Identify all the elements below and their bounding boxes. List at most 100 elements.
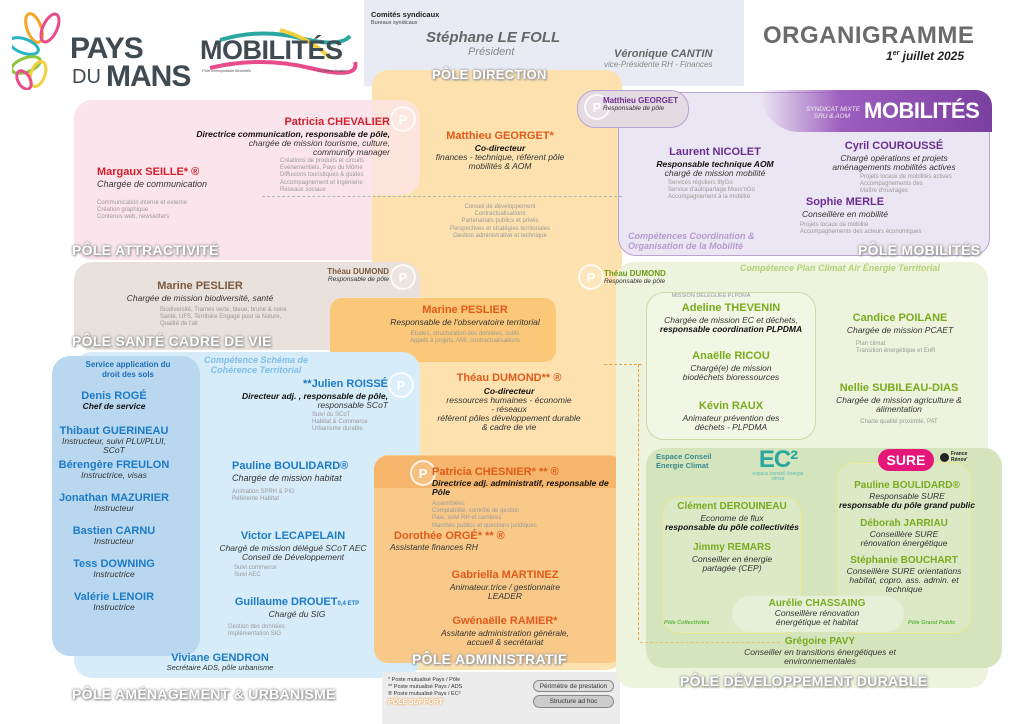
pole-mobilites-label: PÔLE MOBILITÉS [858, 242, 981, 258]
ads-person: Bérengère FREULON Instructrice, visas [58, 458, 170, 481]
person-name: Nellie SUBILEAU-DIAS [839, 382, 959, 394]
mobilites-logo-sub2: Le Mans-Sarthe [318, 68, 347, 73]
person-name: Candice POILANE [852, 312, 948, 324]
dashed-connector [262, 196, 622, 197]
mobilites-merle-card: Sophie MERLE Conseillère en mobilité Pro… [780, 196, 921, 236]
person-name: Marine PESLIER [157, 280, 243, 292]
ads-person: Thibaut GUERINEAU Instructeur, suivi PLU… [59, 425, 169, 456]
person-name: Viviane GENDRON [171, 652, 269, 664]
direction-dumond-card: Théau DUMOND** ® Co-directeur ressources… [424, 372, 594, 432]
dd-remars-card: Jimmy REMARS Conseiller en énergie parta… [662, 542, 802, 573]
mobilites-nicolet-card: Laurent NICOLET Responsable technique AO… [640, 146, 790, 202]
ads-person: Jonathan MAZURIER Instructeur [59, 491, 169, 514]
person-role: Conseillère en mobilité [802, 209, 888, 220]
person-tasks: Suivi commerce Suivi AEC [234, 564, 277, 579]
person-role: chargée de mission tourisme, culture, co… [248, 138, 390, 157]
person-role: Chargé du SIG [268, 609, 326, 620]
committees-sub: Bureaux syndicaux [371, 20, 418, 26]
person-tasks: Assemblées Comptabilité, contrôle de ges… [432, 500, 537, 529]
dd-raux-card: Kévin RAUX Animateur prévention des déch… [656, 400, 806, 432]
pole-developpement-label: PÔLE DÉVELOPPEMENT DURABLE [680, 673, 928, 689]
person-role: Assistante finances RH [390, 542, 478, 553]
mobilites-logo: MOBILITÉS Pôle métropolitain Mobilités L… [200, 28, 360, 78]
person-role-bold: Directeur adj. , responsable de pôle, [242, 391, 388, 402]
person-tasks: Etudes, structuration des données, outil… [410, 331, 520, 345]
person-role: Secrétaire ADS, pôle urbanisme [166, 663, 274, 673]
person-role: Responsable de pôle [604, 277, 666, 285]
person-tasks: Biodiversité, Trames verte, bleue, brune… [160, 307, 287, 328]
ec2-logo-mark: EC² [758, 446, 798, 473]
ads-person: Bastien CARNU Instructeur [72, 524, 156, 547]
mobilites-wave-icon [209, 28, 358, 75]
mobilites-banner-logo: MOBILITÉS [864, 98, 980, 123]
person-name: Sophie MERLE [805, 196, 885, 208]
legend-notes: * Poste mutualisé Pays / Pôle ** Poste m… [388, 677, 462, 708]
person-role-bold: responsable coordination PLPDMA [659, 324, 803, 335]
person-role: chargé de mission mobilité [664, 168, 766, 179]
dd-ricou-card: Anaëlle RICOU Chargé(e) de mission biodé… [656, 350, 806, 382]
dashed-connector-dd-v [638, 364, 639, 640]
pole-attractivite-top [74, 100, 420, 195]
attractivite-seille-card: Margaux SEILLE* ® Chargée de communicati… [97, 166, 257, 221]
dd-pavy-card: Grégoire PAVY Conseiller en transitions … [730, 636, 910, 666]
legend-perimetre-prestation: Périmètre de prestation [533, 680, 614, 692]
flower-petals-icon [12, 12, 61, 90]
amenagement-lecapelain-card: Victor LECAPELAIN Chargé de mission délé… [208, 530, 378, 579]
page-date: 1er juillet 2025 [886, 49, 965, 63]
legend-structure-ad-hoc: Structure ad hoc [533, 695, 614, 708]
amenagement-roisse-tasks: Suivi du SCoT Habitat & Commerce Urbanis… [312, 412, 368, 433]
legend-note-3: ® Poste mutualisé Pays / EC² [388, 691, 461, 698]
person-name: Patricia CHEVALIER [284, 116, 390, 128]
person-name: Adeline THEVENIN [681, 302, 781, 314]
mobilites-logo-sub: Pôle métropolitain Mobilités [202, 68, 251, 73]
administratif-orge-card: Dorothée ORGÉ* ** ® Assistante finances … [390, 530, 505, 552]
amenagement-boulidard-card: Pauline BOULIDARD® Chargée de mission ha… [232, 460, 348, 503]
plpdma-title: MISSION DÉLÉGUÉE PLPDMA [671, 293, 751, 299]
person-name: Pauline BOULIDARD® [854, 480, 960, 491]
direction-peslier-card: Marine PESLIER Responsable de l'observat… [372, 304, 558, 345]
pole-lead-badge: P [410, 460, 436, 486]
person-name: Stéphanie BOUCHART [850, 555, 958, 566]
person-role: Animateur prévention des déchets - PLPDM… [682, 413, 780, 433]
legend-note-2: ** Poste mutualisé Pays / ADS [388, 684, 463, 691]
person-role-bold: responsable du pôle collectivités [665, 521, 799, 532]
pole-sante-label: PÔLE SANTÉ CADRE DE VIE [72, 333, 272, 349]
administratif-chesnier-card: Patricia CHESNIER* ** ® Directrice adj. … [432, 466, 622, 530]
pole-lead-badge: P [390, 264, 416, 290]
logo-du-text: DU [72, 66, 101, 88]
pole-administratif-zone [374, 455, 624, 663]
sure-logo: SURE [878, 449, 934, 471]
attractivite-chevalier-card: Patricia CHEVALIER Directrice communicat… [170, 116, 390, 157]
person-name: Margaux SEILLE* ® [97, 166, 200, 178]
person-role: Conseillère rénovation énergétique et ha… [774, 608, 860, 627]
person-name: Clément DEROUINEAU [677, 501, 787, 512]
dashed-connector-dd [604, 364, 642, 365]
person-role-bold: Co-directeur [483, 386, 535, 397]
person-name: Marine PESLIER [422, 304, 508, 316]
person-role: Chargée de mission agriculture & aliment… [836, 395, 962, 415]
ads-person: Valérie LENOIR Instructrice [73, 591, 155, 613]
person-role: Conseillère SURE rénovation énergétique [860, 529, 948, 548]
logo-mans-text: MANS [106, 60, 191, 93]
person-role: Chargé opérations et projets aménagement… [832, 153, 956, 173]
syndicat-mixte-label: SYNDICAT MIXTE SRU & AOM [805, 106, 860, 121]
mobilites-couroussé-card: Cyril COUROUSSÉ Chargé opérations et pro… [804, 140, 984, 196]
person-role: Chargée de mission habitat [232, 473, 342, 484]
pole-grand-public-label: Pôle Grand Public [908, 620, 956, 626]
legend-note-1: * Poste mutualisé Pays / Pôle [388, 677, 461, 683]
dd-thevenin-card: Adeline THEVENIN Chargée de mission EC e… [648, 302, 814, 334]
logo-pays-text: PAYS [70, 32, 144, 65]
person-role: Chargée de mission biodiversité, santé [126, 293, 274, 304]
person-role: Econome de flux [700, 513, 764, 523]
dd-jarriau-card: Déborah JARRIAU Conseillère SURE rénovat… [836, 518, 972, 548]
pole-administratif-label: PÔLE ADMINISTRATIF [412, 651, 567, 667]
person-role: Chargée de communication [97, 179, 208, 190]
person-role: Responsable de pôle [327, 275, 389, 283]
administratif-martinez-card: Gabriella MARTINEZ Animateur.trice / ges… [430, 569, 580, 601]
pole-collectivites-label: Pôle Collectivités [664, 620, 710, 626]
plpdma-box [646, 292, 816, 440]
person-name: Kévin RAUX [698, 400, 764, 412]
person-role-bold: Directrice adj. administratif, responsab… [432, 478, 609, 498]
president-name: Stéphane LE FOLL [426, 29, 561, 46]
mobilites-banner [760, 90, 992, 132]
